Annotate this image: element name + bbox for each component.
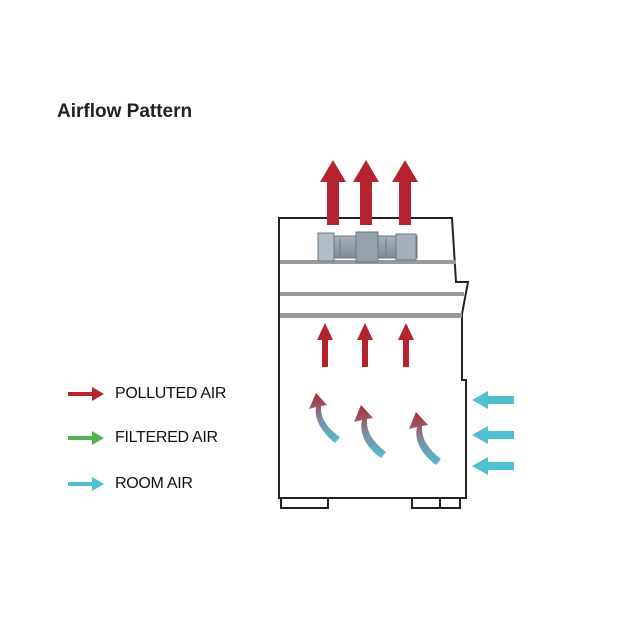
internal-arrow-icon [398, 323, 414, 367]
internal-arrow-icon [357, 323, 373, 367]
curved-arrow-icon [309, 393, 340, 443]
polluted-air-arrow-icon [68, 387, 104, 401]
exhaust-arrow-icon [353, 160, 379, 225]
room-air-arrow-icon [472, 426, 514, 444]
curved-arrow-icon [409, 412, 441, 465]
internal-polluted-arrows [317, 323, 414, 367]
legend-item-filtered-air: FILTERED AIR [66, 427, 218, 449]
curved-arrow-icon [354, 405, 386, 458]
exhaust-arrows [320, 160, 418, 225]
legend-label: ROOM AIR [115, 475, 193, 492]
diagram-title: Airflow Pattern [57, 101, 193, 122]
room-air-inflow-arrows [472, 391, 514, 475]
room-air-arrow-icon [68, 477, 104, 491]
internal-arrow-icon [317, 323, 333, 367]
legend-label: FILTERED AIR [115, 429, 218, 446]
exhaust-arrow-icon [320, 160, 346, 225]
lower-filter-bar [280, 313, 462, 318]
legend-label: POLLUTED AIR [115, 385, 227, 402]
cabinet-feet [280, 497, 461, 509]
middle-filter-bar [280, 292, 464, 296]
fan-unit-icon [317, 231, 418, 263]
cabinet-foot-left [280, 497, 329, 509]
room-air-arrow-icon [472, 457, 514, 475]
curved-intake-arrows [309, 393, 441, 465]
legend-item-polluted-air: POLLUTED AIR [66, 383, 226, 405]
filtered-air-arrow-icon [68, 431, 104, 445]
cabinet-foot-right [411, 497, 461, 509]
legend-item-room-air: ROOM AIR [66, 473, 193, 495]
room-air-arrow-icon [472, 391, 514, 409]
exhaust-arrow-icon [392, 160, 418, 225]
